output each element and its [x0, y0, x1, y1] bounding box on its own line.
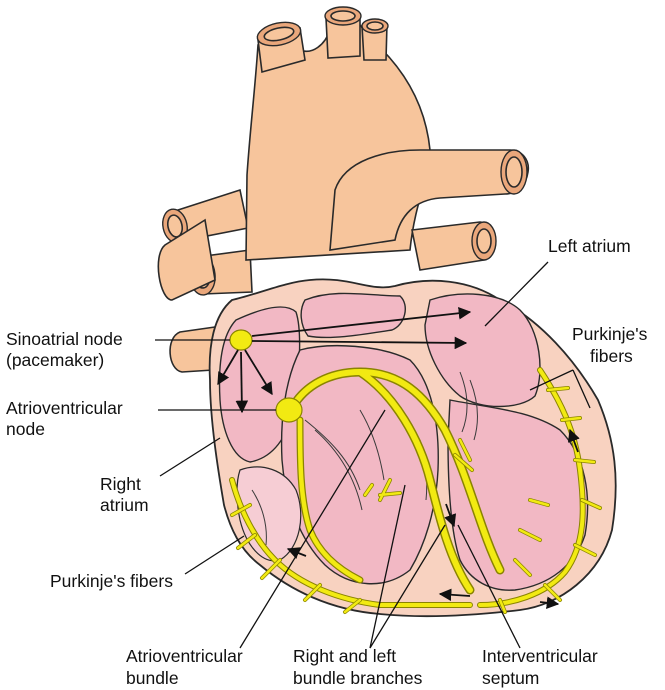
label-bundle-branches-line2: bundle branches: [293, 668, 423, 688]
label-right-atrium-line2: atrium: [100, 495, 149, 515]
label-septum-line2: septum: [482, 668, 539, 688]
leader-right-atrium: [160, 438, 220, 476]
label-sinoatrial-line2: (pacemaker): [6, 350, 104, 370]
label-av-bundle-line2: bundle: [126, 668, 179, 688]
label-left-atrium: Left atrium: [548, 236, 631, 256]
leader-purkinje-left: [185, 536, 244, 574]
label-purkinje-right-line1: Purkinje's: [572, 324, 648, 344]
label-av-bundle-line1: Atrioventricular: [126, 646, 243, 666]
label-av-node-line2: node: [6, 419, 45, 439]
arrow-sa-down-2: [241, 352, 242, 412]
label-av-node-line1: Atrioventricular: [6, 398, 123, 418]
upper-septum-region: [301, 293, 405, 337]
label-septum-line1: Interventricular: [482, 646, 598, 666]
label-purkinje-right-line2: fibers: [590, 346, 633, 366]
sinoatrial-node: [230, 330, 252, 350]
label-sinoatrial-line1: Sinoatrial node: [6, 329, 123, 349]
label-right-atrium-line1: Right: [100, 474, 141, 494]
atrioventricular-node: [276, 398, 302, 422]
label-purkinje-left: Purkinje's fibers: [50, 571, 173, 591]
right-pulmonary-vein: [412, 222, 496, 270]
label-bundle-branches-line1: Right and left: [293, 646, 396, 666]
